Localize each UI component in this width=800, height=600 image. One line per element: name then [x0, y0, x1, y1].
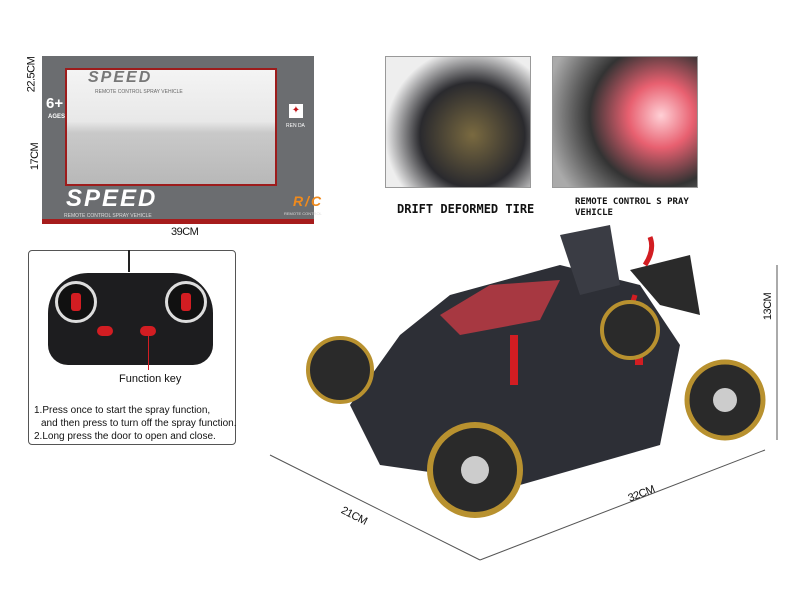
instruction-1-cont: and then press to turn off the spray fun…	[41, 418, 237, 429]
spray-vehicle-photo	[552, 56, 698, 188]
rc-label: REMOTE CONTROL	[284, 211, 322, 216]
car-height-dimension: 13CM	[762, 292, 775, 321]
box-width-dimension: 39CM	[171, 226, 199, 238]
hub-icon	[713, 388, 737, 412]
spray-vehicle-caption: REMOTE CONTROL S PRAY VEHICLE	[575, 197, 689, 218]
maker-logo-icon: ✦	[289, 104, 303, 118]
left-trigger	[71, 293, 81, 311]
antenna-cable	[128, 250, 130, 272]
right-trigger	[181, 293, 191, 311]
instruction-1: 1.Press once to start the spray function…	[34, 405, 211, 416]
drift-tire-photo	[385, 56, 531, 188]
box-height-dimension: 22.5CM	[25, 56, 38, 93]
box-window-subtitle: REMOTE CONTROL SPRAY VEHICLE	[95, 89, 183, 95]
car-canopy	[440, 280, 560, 335]
maker-name: REN DA	[286, 123, 305, 129]
function-key-label: Function key	[119, 373, 182, 385]
front-right-wheel	[306, 336, 374, 404]
rc-badge: R/C	[293, 193, 324, 209]
length-dimension-line	[479, 449, 766, 561]
box-subtitle: REMOTE CONTROL SPRAY VEHICLE	[64, 213, 152, 219]
callout-line	[148, 336, 149, 370]
box-depth-dimension: 17CM	[29, 142, 42, 171]
instruction-2: 2.Long press the door to open and close.	[34, 431, 216, 442]
gullwing-door	[560, 225, 620, 295]
door-button	[97, 326, 113, 336]
box-window-logo: SPEED	[88, 69, 153, 86]
right-joystick	[165, 281, 207, 323]
rear-left-wheel	[600, 300, 660, 360]
car-illustration	[269, 225, 778, 561]
box-window	[65, 68, 277, 186]
box-brand-logo: SPEED	[66, 185, 158, 212]
spoiler-arrow-icon	[642, 236, 655, 267]
hub-icon	[461, 456, 489, 484]
rear-spoiler	[630, 255, 700, 315]
function-key-button	[140, 326, 156, 336]
age-label: AGES	[48, 114, 66, 120]
drift-tire-caption: DRIFT DEFORMED TIRE	[397, 202, 535, 216]
front-shock	[510, 335, 518, 385]
width-dimension-line	[269, 454, 481, 561]
age-badge: 6+	[46, 95, 64, 112]
